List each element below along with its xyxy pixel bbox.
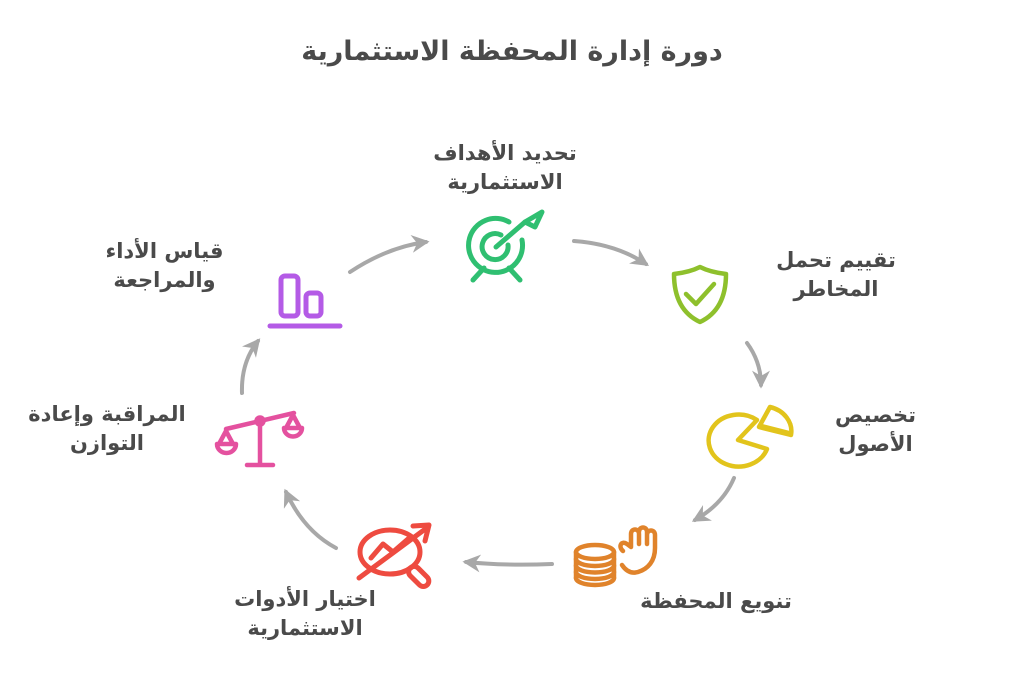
label-assess-risk-tolerance: تقييم تحمل المخاطر	[776, 248, 896, 301]
label-portfolio-diversification: تنويع المحفظة	[640, 589, 792, 613]
target-icon	[455, 206, 547, 283]
coins-hand-icon	[566, 514, 662, 596]
arrow-review-to-goals	[348, 234, 430, 274]
arrow-risk-to-allocation	[745, 341, 770, 389]
label-performance-measurement-review: قياس الأداء والمراجعة	[105, 239, 224, 292]
bar-chart-icon	[267, 270, 343, 334]
label-asset-allocation: تخصيص الأصول	[835, 403, 916, 456]
label-define-investment-goals: تحديد الأهداف الاستثمارية	[433, 141, 577, 194]
balance-scale-icon	[214, 400, 306, 478]
diagram-title: دورة إدارة المحفظة الاستثمارية	[301, 36, 723, 67]
label-select-investment-instruments: اختيار الأدوات الاستثمارية	[234, 587, 376, 640]
search-trend-icon	[346, 512, 442, 598]
arrow-monitoring-to-review	[239, 338, 261, 395]
arrow-allocation-to-diversification	[691, 476, 736, 522]
label-monitoring-rebalancing: المراقبة وإعادة التوازن	[28, 402, 186, 455]
pie-chart-icon	[700, 396, 800, 478]
shield-check-icon	[665, 262, 735, 328]
arrow-goals-to-risk	[572, 239, 649, 266]
arrow-diversification-to-instruments	[462, 554, 554, 573]
arrow-instruments-to-monitoring	[283, 488, 338, 550]
